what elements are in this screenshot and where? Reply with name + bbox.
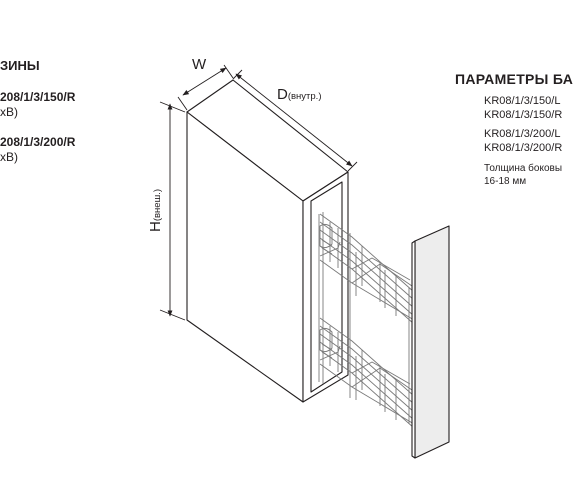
- left-model-1: 208/1/3/150/R: [0, 90, 76, 104]
- dimension-width: [177, 64, 234, 111]
- param-model-2: KR08/1/3/150/R: [484, 109, 563, 121]
- height-note: (внеш.): [152, 189, 163, 221]
- front-panel: [411, 225, 450, 459]
- height-letter: H: [147, 221, 164, 232]
- left-dims-1: хВ): [0, 105, 18, 119]
- lower-basket: [319, 317, 415, 429]
- dimension-depth-label: D(внутр.): [277, 86, 322, 103]
- upper-basket: [319, 213, 415, 325]
- param-model-1: KR08/1/3/150/L: [484, 95, 561, 107]
- front-panel-edge: [411, 240, 416, 459]
- dimension-depth: [232, 69, 358, 172]
- param-model-4: KR08/1/3/200/R: [484, 142, 563, 154]
- side-thickness-value: 16-18 мм: [484, 176, 527, 187]
- parameters-title: ПАРАМЕТРЫ БА: [455, 71, 574, 87]
- dimension-height-label: H(внеш.): [147, 189, 164, 232]
- dimension-width-label: W: [192, 56, 207, 73]
- depth-letter: D: [277, 86, 288, 103]
- left-section-title: ЗИНЫ: [0, 58, 40, 73]
- param-model-3: KR08/1/3/200/L: [484, 128, 561, 140]
- dimension-height: [159, 101, 186, 321]
- left-dims-2: хВ): [0, 150, 18, 164]
- cabinet-opening: [310, 181, 343, 393]
- front-panel-face: [414, 225, 450, 459]
- side-thickness-label: Толщина боковы: [484, 163, 563, 174]
- depth-note: (внутр.): [288, 91, 322, 102]
- left-model-2: 208/1/3/200/R: [0, 135, 76, 149]
